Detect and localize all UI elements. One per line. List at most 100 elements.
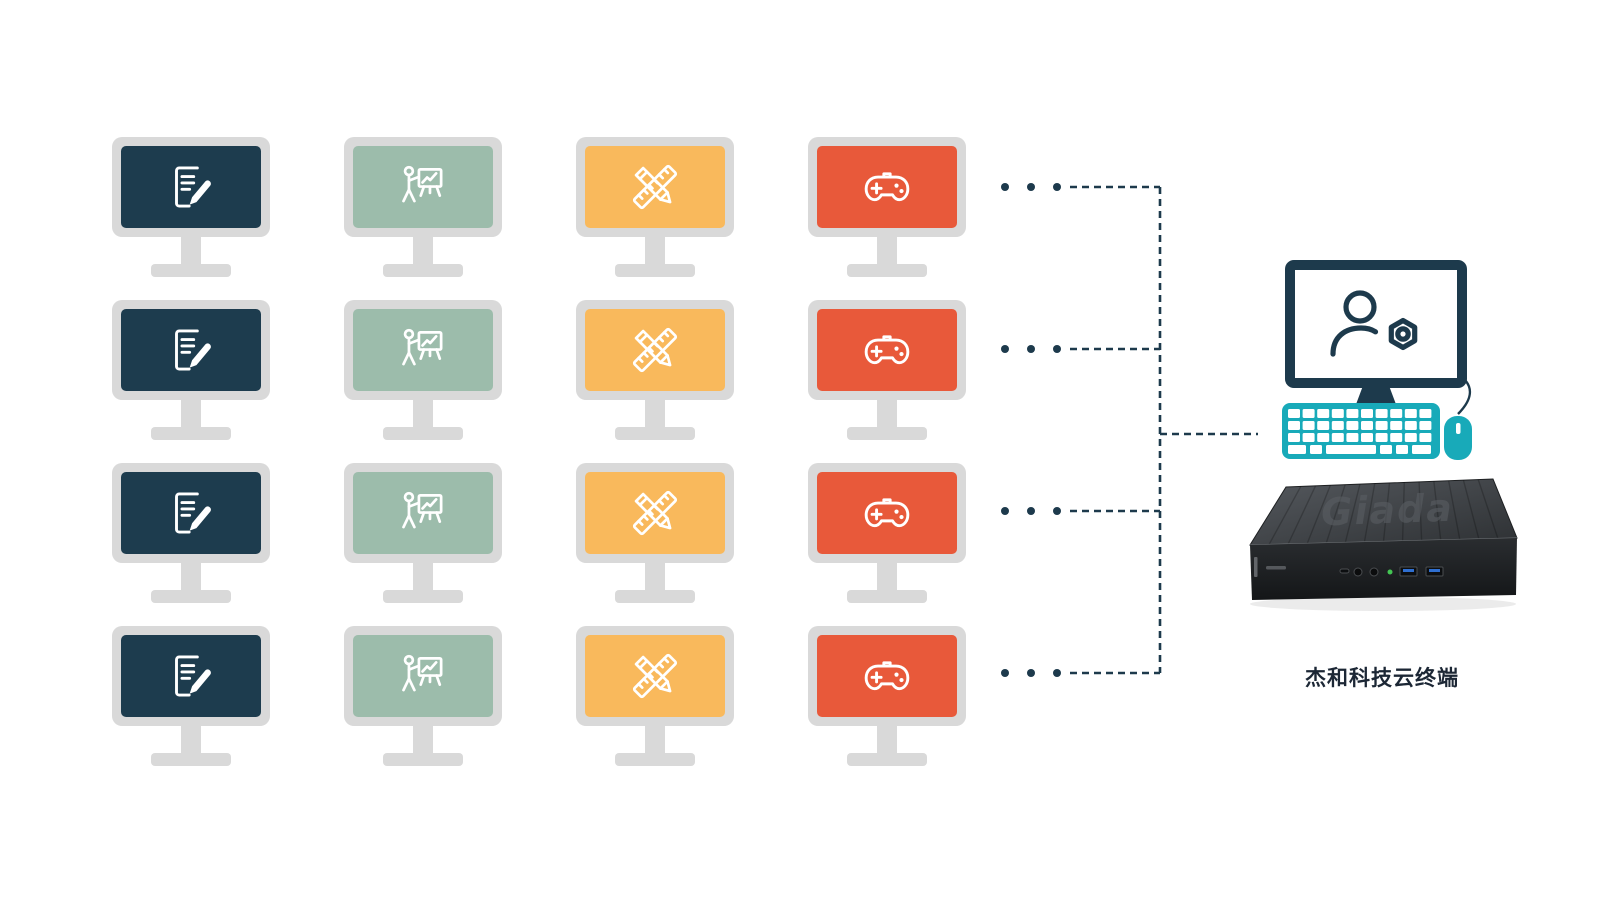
monitor-frame	[576, 463, 734, 563]
document-edit-icon	[162, 647, 220, 705]
monitor-stand-neck	[877, 726, 897, 753]
client-monitor-office	[112, 300, 270, 440]
admin-user-gear-icon	[1330, 290, 1418, 357]
monitor-screen	[121, 146, 261, 228]
monitor-stand-neck	[413, 563, 433, 590]
client-monitor-office	[112, 463, 270, 603]
gamepad-icon	[858, 647, 916, 705]
ellipsis-dots	[1001, 183, 1061, 677]
monitor-screen	[121, 635, 261, 717]
client-monitor-design	[576, 137, 734, 277]
monitor-stand-base	[383, 264, 463, 277]
monitor-stand-base	[151, 753, 231, 766]
monitor-screen	[121, 309, 261, 391]
gamepad-icon	[858, 484, 916, 542]
device-shadow	[1250, 597, 1516, 611]
monitor-screen	[585, 635, 725, 717]
monitor-frame	[344, 300, 502, 400]
monitor-stand-base	[151, 264, 231, 277]
monitor-stand-base	[383, 590, 463, 603]
mouse-scroll-wheel	[1456, 423, 1461, 434]
monitor-stand-neck	[413, 400, 433, 427]
monitor-stand-neck	[181, 563, 201, 590]
monitor-screen	[121, 472, 261, 554]
usb-port-2-tongue	[1429, 569, 1440, 572]
document-edit-icon	[162, 321, 220, 379]
monitor-stand-neck	[181, 726, 201, 753]
document-edit-icon	[162, 158, 220, 216]
presentation-chart-icon	[394, 484, 452, 542]
design-tools-icon	[626, 158, 684, 216]
monitor-stand-base	[615, 264, 695, 277]
monitor-stand-neck	[877, 400, 897, 427]
client-monitor-gaming	[808, 626, 966, 766]
client-monitor-office	[112, 137, 270, 277]
monitor-stand-neck	[877, 563, 897, 590]
usb-port-1-tongue	[1403, 569, 1414, 572]
monitor-stand-base	[615, 590, 695, 603]
mouse-cable	[1457, 379, 1472, 415]
monitor-stand-neck	[645, 237, 665, 264]
monitor-screen	[817, 472, 957, 554]
monitor-frame	[808, 300, 966, 400]
monitor-stand-neck	[645, 400, 665, 427]
monitor-frame	[576, 626, 734, 726]
client-monitor-gaming	[808, 300, 966, 440]
client-monitor-presentation	[344, 137, 502, 277]
client-monitor-gaming	[808, 137, 966, 277]
monitor-screen	[817, 146, 957, 228]
monitor-frame	[808, 626, 966, 726]
monitor-stand-base	[383, 753, 463, 766]
monitor-stand-base	[151, 590, 231, 603]
gamepad-icon	[858, 158, 916, 216]
device-fins	[1268, 479, 1499, 545]
monitor-frame	[808, 463, 966, 563]
monitor-stand-base	[151, 427, 231, 440]
monitor-screen	[353, 472, 493, 554]
monitor-stand-neck	[645, 563, 665, 590]
monitor-frame	[112, 137, 270, 237]
monitor-stand-neck	[181, 400, 201, 427]
monitor-screen	[353, 635, 493, 717]
admin-monitor	[1285, 260, 1467, 388]
client-monitor-presentation	[344, 626, 502, 766]
monitor-frame	[344, 626, 502, 726]
monitor-screen	[585, 146, 725, 228]
monitor-frame	[344, 137, 502, 237]
monitor-screen	[353, 146, 493, 228]
monitor-stand-neck	[413, 726, 433, 753]
device-front-ports	[1254, 557, 1444, 577]
keyboard-keys	[1288, 409, 1432, 454]
sd-slot	[1254, 557, 1258, 577]
design-tools-icon	[626, 484, 684, 542]
mouse	[1444, 416, 1472, 460]
monitor-frame	[112, 463, 270, 563]
design-tools-icon	[626, 321, 684, 379]
audio-jack-1	[1353, 567, 1363, 577]
client-monitor-design	[576, 463, 734, 603]
monitor-stand-base	[847, 590, 927, 603]
monitor-stand-base	[383, 427, 463, 440]
monitor-frame	[808, 137, 966, 237]
monitor-frame	[112, 626, 270, 726]
client-monitor-presentation	[344, 300, 502, 440]
device-front-face	[1250, 538, 1517, 600]
client-monitor-design	[576, 626, 734, 766]
presentation-chart-icon	[394, 158, 452, 216]
monitor-screen	[817, 309, 957, 391]
gamepad-icon	[858, 321, 916, 379]
monitor-stand-base	[847, 264, 927, 277]
monitor-screen	[585, 472, 725, 554]
client-monitor-design	[576, 300, 734, 440]
monitor-stand-base	[847, 753, 927, 766]
dashed-lines	[1070, 185, 1258, 675]
terminal-label: 杰和科技云终端	[1305, 666, 1459, 690]
mini-pc-device: Giada	[1249, 478, 1518, 611]
monitor-screen	[353, 309, 493, 391]
usb-c-port	[1339, 568, 1350, 574]
monitor-stand	[1355, 383, 1397, 407]
monitor-stand-neck	[645, 726, 665, 753]
design-tools-icon	[626, 647, 684, 705]
device-brand-text: Giada	[1320, 486, 1454, 535]
